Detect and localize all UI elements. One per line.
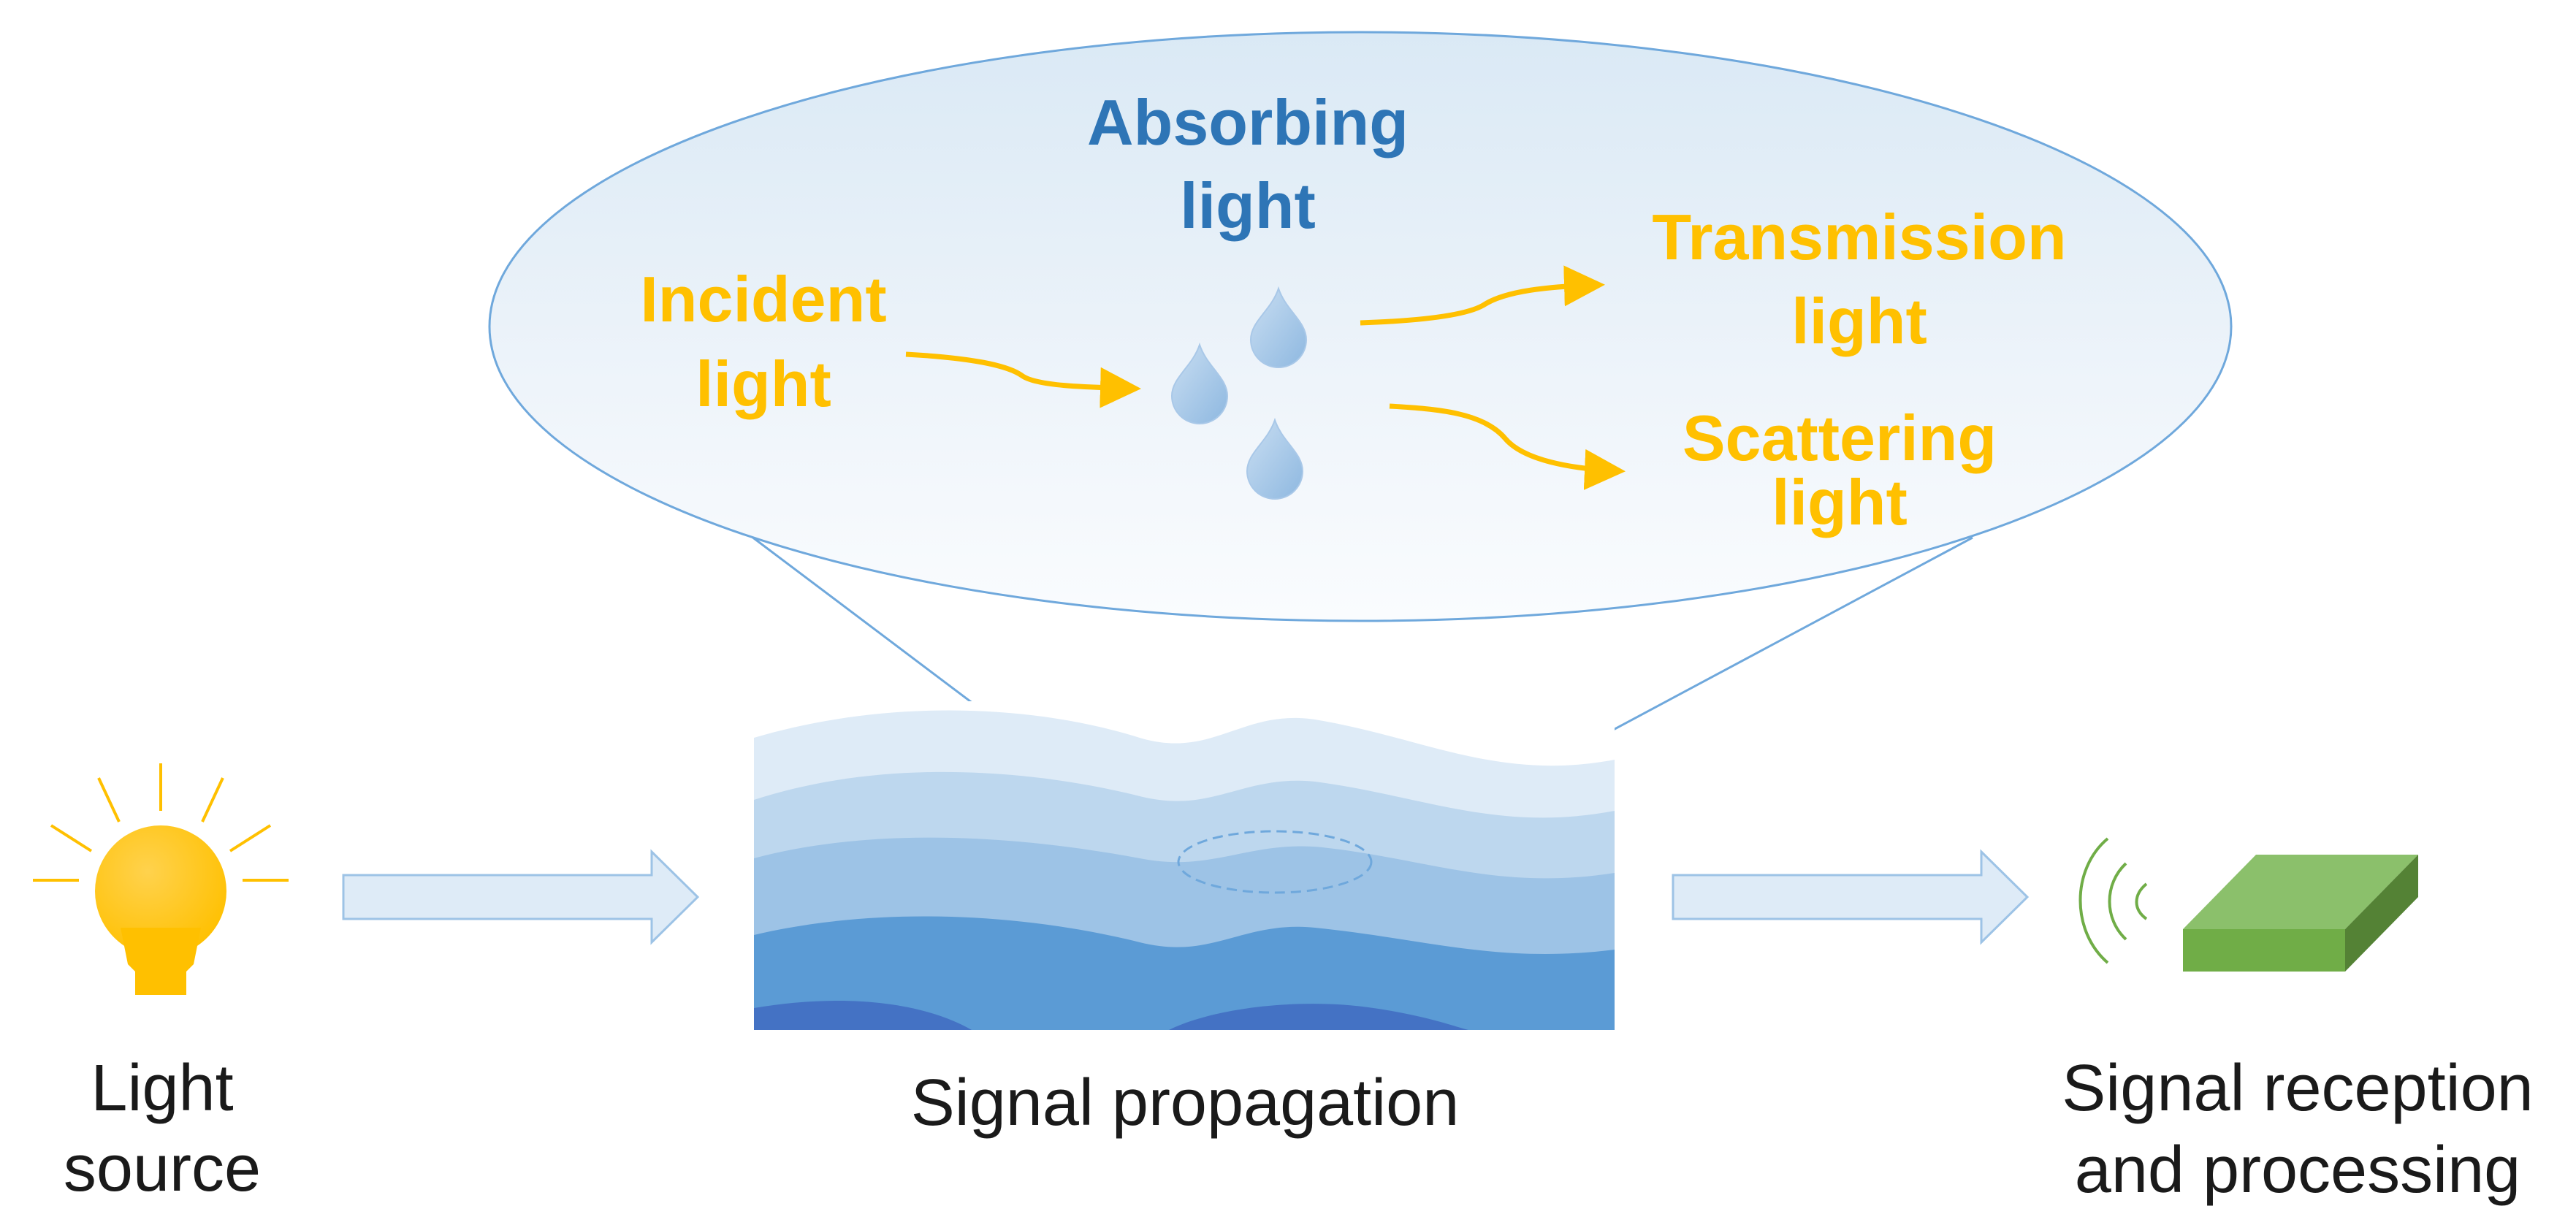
signal-reception-label-line2: and processing: [2075, 1134, 2520, 1207]
water-droplet-icon: [1170, 342, 1229, 424]
signal-reception-label-line1: Signal reception: [2062, 1052, 2533, 1125]
receiver-block-icon: [2183, 855, 2418, 972]
transmission-light-arrow: [1360, 265, 1605, 326]
transmission-light-label-line2: light: [1791, 285, 1927, 357]
incident-light-label-line2: light: [696, 348, 831, 420]
scattering-light-label-line1: Scattering: [1683, 402, 1997, 474]
scattering-light-arrow: [1389, 403, 1626, 490]
signal-waves-icon: [2078, 837, 2148, 964]
zoom-focus-ellipse: [1177, 830, 1373, 894]
scattering-light-label-line2: light: [1772, 466, 1908, 538]
zoom-ellipse: [488, 31, 2233, 622]
signal-propagation-label: Signal propagation: [911, 1066, 1460, 1140]
absorbing-light-label-line1: Absorbing: [1087, 86, 1409, 159]
light-bulb-icon: [33, 763, 289, 995]
light-source-label-line2: source: [64, 1132, 261, 1205]
flow-arrow-water-to-receiver: [1672, 849, 2030, 945]
flow-arrow-source-to-water: [342, 849, 700, 945]
water-channel: [754, 701, 1615, 1030]
light-source-label-line1: Light: [91, 1052, 233, 1125]
transmission-light-label-line1: Transmission: [1652, 201, 2066, 273]
incident-light-arrow: [905, 351, 1141, 408]
incident-light-label-line1: Incident: [640, 263, 886, 335]
water-droplet-icon: [1246, 417, 1304, 500]
water-droplet-icon: [1249, 286, 1308, 368]
absorbing-light-label-line2: light: [1180, 169, 1316, 242]
